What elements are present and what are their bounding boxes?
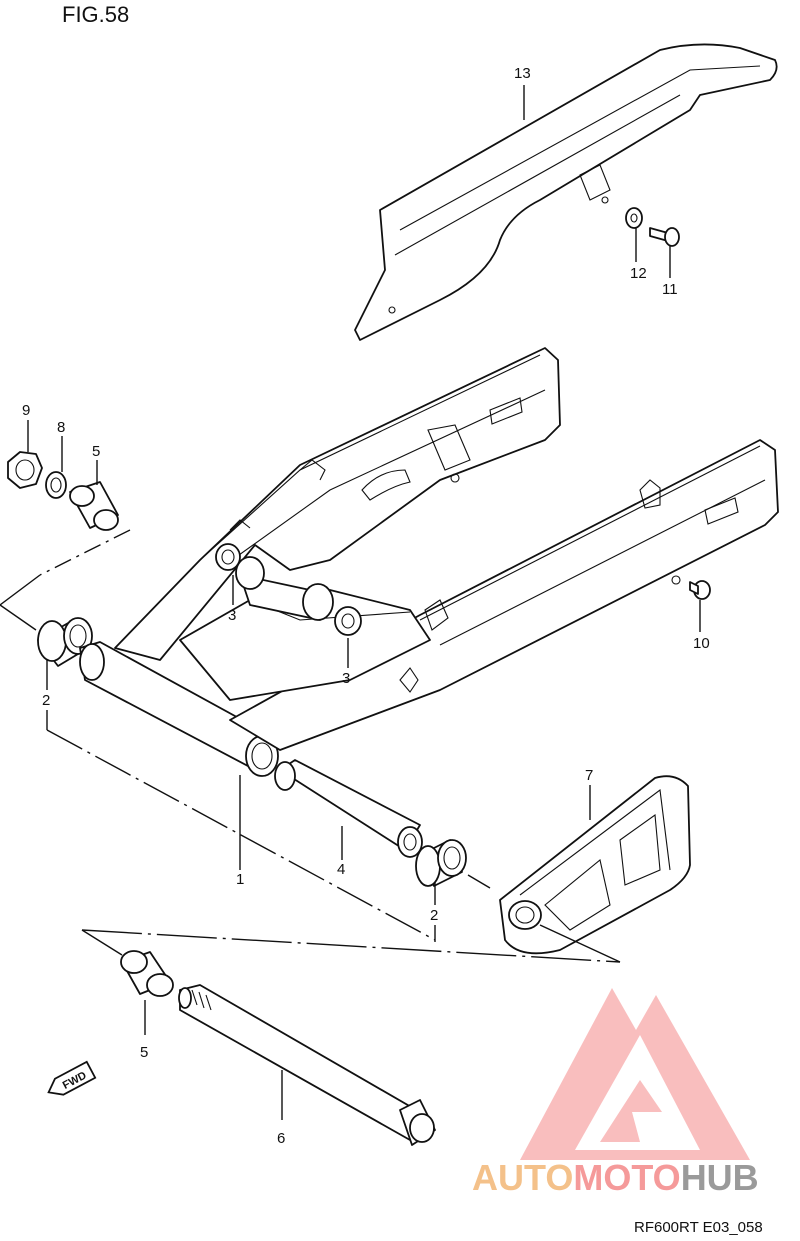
figure-title: FIG.58 <box>62 2 129 27</box>
screw-part <box>649 227 680 247</box>
nut-part <box>7 451 43 489</box>
callout-5: 5 <box>92 443 100 460</box>
chain-buffer-part <box>499 775 691 955</box>
callout-2: 2 <box>42 692 50 709</box>
watermark-auto: AUTO <box>472 1157 573 1198</box>
callout-10: 13 <box>514 65 531 82</box>
chain-case-part <box>354 43 778 341</box>
leader-lines <box>0 85 701 1120</box>
spacer-part <box>120 950 174 997</box>
washer-part <box>625 207 643 229</box>
watermark-moto: MOTO <box>573 1157 680 1198</box>
callout-2: 2 <box>430 907 438 924</box>
bolt-part <box>689 580 711 600</box>
watermark-hub: HUB <box>681 1157 759 1198</box>
callout-13: 10 <box>693 635 710 652</box>
callout-8: 9 <box>22 402 30 419</box>
callout-11: 11 <box>662 281 678 298</box>
bearing-part <box>37 617 93 667</box>
watermark-logo <box>520 988 750 1160</box>
figure-code: RF600RT E03_058 <box>634 1219 763 1236</box>
bearing-part <box>415 839 467 887</box>
bearing-part <box>334 606 362 636</box>
callout-12: 12 <box>630 265 647 282</box>
callout-6: 6 <box>277 1130 285 1147</box>
callout-7: 8 <box>57 419 65 436</box>
pivot-shaft-part <box>178 984 436 1146</box>
callout-1: 1 <box>236 871 244 888</box>
swingarm-part <box>79 347 779 777</box>
pivot-tube-part <box>274 759 423 858</box>
callout-3: 3 <box>342 670 350 687</box>
callout-4: 4 <box>337 861 345 878</box>
callout-labels: 13 12 11 9 8 5 2 3 3 10 7 1 4 2 5 6 <box>22 65 710 1147</box>
svg-text:AUTOMOTOHUB: AUTOMOTOHUB <box>472 1157 759 1198</box>
callout-5: 5 <box>140 1044 148 1061</box>
callout-3: 3 <box>228 607 236 624</box>
spacer-part <box>69 481 119 531</box>
bearing-part <box>215 543 241 571</box>
callout-9: 7 <box>585 767 593 784</box>
washer-part <box>45 471 67 499</box>
forward-arrow-icon: FWD <box>47 1060 97 1096</box>
watermark-text: AUTOMOTOHUB <box>472 1157 759 1198</box>
